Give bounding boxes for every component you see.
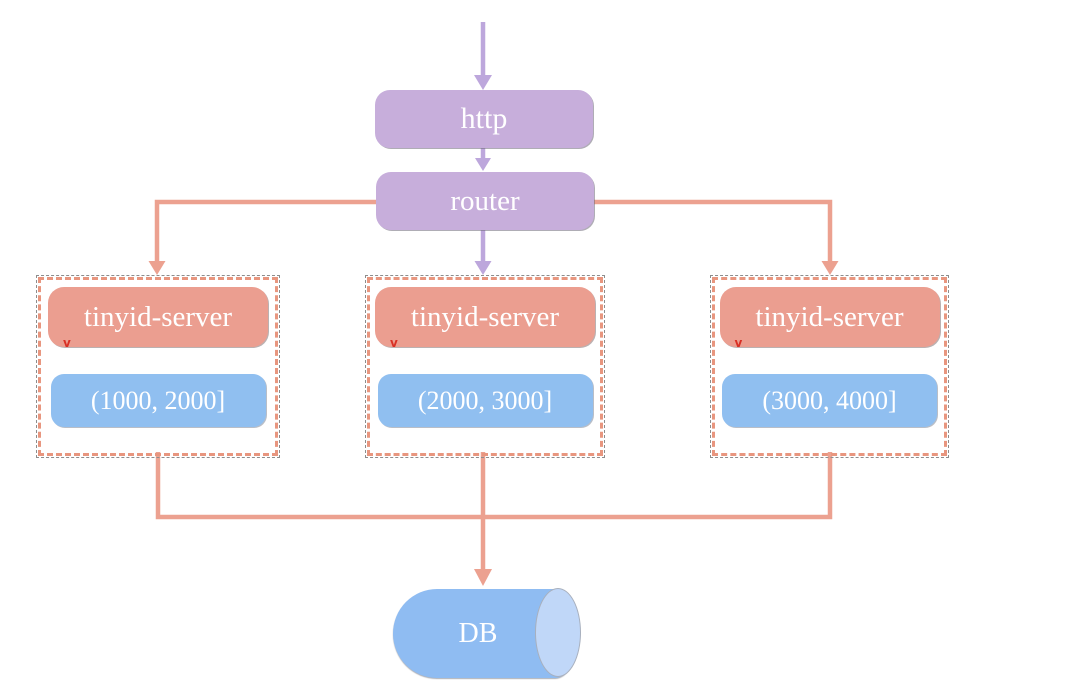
arrow-router-server-right [594, 199, 839, 275]
spellcheck-mark-icon: v [63, 336, 71, 350]
node-range-1: (1000, 2000] [50, 374, 266, 427]
range-label: (3000, 4000] [762, 385, 897, 415]
node-db-label: DB [458, 617, 498, 649]
node-tinyid-server-1: tinyid-server v [48, 287, 268, 350]
range-label: (2000, 3000] [417, 385, 553, 415]
node-router: router [376, 172, 594, 230]
range-label: (1000, 2000] [90, 385, 226, 415]
arrow-router-server-left [148, 199, 376, 275]
arrow-servers-db [155, 452, 833, 586]
arrow-router-server-middle [474, 230, 492, 275]
server-group-1: tinyid-server v (1000, 2000] [36, 275, 280, 458]
spellcheck-mark-icon: v [734, 336, 743, 350]
server-group-2: tinyid-server v (2000, 3000] [365, 275, 605, 458]
db-cylinder-cap [535, 588, 581, 677]
arrow-http-router [475, 148, 491, 171]
spellcheck-mark-icon: v [390, 336, 398, 350]
server-label: tinyid-server [410, 300, 560, 333]
server-label: tinyid-server [755, 300, 904, 333]
server-group-3: tinyid-server v (3000, 4000] [710, 275, 949, 458]
node-range-2: (2000, 3000] [377, 374, 593, 427]
node-http: http [375, 90, 593, 148]
node-db-cylinder: DB [393, 588, 581, 678]
node-http-label: http [460, 102, 508, 135]
node-router-label: router [450, 184, 520, 217]
node-tinyid-server-2: tinyid-server v [375, 287, 595, 350]
arrow-incoming-http [474, 22, 492, 90]
node-range-3: (3000, 4000] [722, 374, 937, 427]
node-tinyid-server-3: tinyid-server v [719, 287, 940, 350]
server-label: tinyid-server [83, 300, 233, 333]
